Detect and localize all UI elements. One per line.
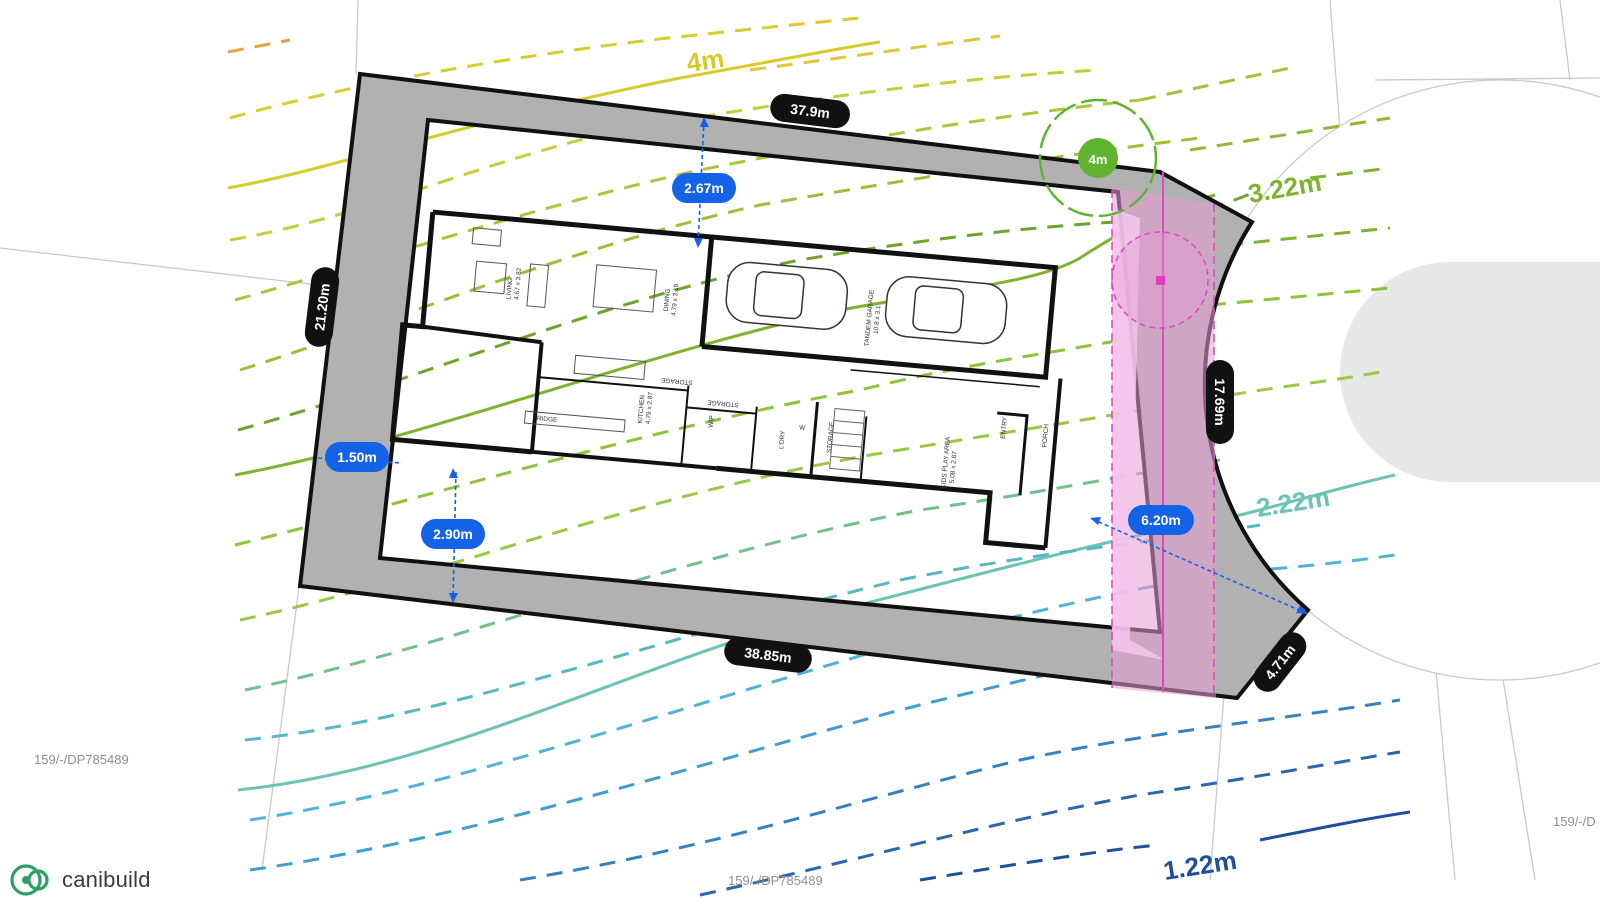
cul-de-sac <box>1199 79 1600 681</box>
setback-driveway[interactable]: 6.20m <box>1128 505 1194 535</box>
room-label-living: LIVING <box>505 278 514 300</box>
driveway-center-handle[interactable] <box>1156 276 1165 285</box>
house-floorplan[interactable]: LIVING 4.67 x 3.82 DINING 4.79 x 3.19 KI… <box>388 209 1070 551</box>
room-label-storage-3: STORAGE <box>826 421 836 454</box>
tree-marker[interactable]: 4m <box>1038 98 1158 218</box>
lot-label-bottom: 159/-/DP785489 <box>728 873 823 888</box>
svg-text:17.69m: 17.69m <box>1212 378 1228 425</box>
brand-logo: canibuild <box>8 860 151 900</box>
svg-text:2.90m: 2.90m <box>433 526 473 542</box>
room-label-dining: DINING <box>663 288 672 311</box>
lot-label-left: 159/-/DP785489 <box>34 752 129 767</box>
svg-text:6.20m: 6.20m <box>1141 512 1181 528</box>
room-dim-kitchen: 4.79 x 2.87 <box>645 391 655 424</box>
stairs-icon <box>829 408 866 472</box>
room-label-storage-2: STORAGE <box>706 398 739 408</box>
room-label-wip: WIP <box>708 415 716 428</box>
driveway-crossover <box>1111 172 1216 698</box>
tree-radius-label: 4m <box>1089 152 1108 167</box>
svg-text:37.9m: 37.9m <box>789 101 830 122</box>
setback-side-left[interactable]: 1.50m <box>325 442 389 472</box>
room-dim-living: 4.67 x 3.82 <box>513 267 523 300</box>
room-dim-kids: 5.08 x 2.87 <box>949 451 959 484</box>
room-dim-dining: 4.79 x 3.19 <box>671 283 681 316</box>
room-label-kitchen: KITCHEN <box>637 394 647 423</box>
tree-icon <box>1078 138 1118 178</box>
setback-front-top[interactable]: 2.67m <box>672 173 736 203</box>
furniture <box>471 227 658 433</box>
brand-name: canibuild <box>62 867 151 892</box>
contour-label-1-22m: 1.22m <box>1161 845 1239 886</box>
dimension-right-arc[interactable]: 17.69m <box>1206 360 1234 444</box>
cadastral-lines <box>0 0 1600 881</box>
svg-text:38.85m: 38.85m <box>743 644 792 666</box>
room-label-entry: ENTRY <box>1000 416 1009 439</box>
room-label-wc: W <box>799 424 807 432</box>
car-icon <box>725 261 1008 345</box>
svg-text:21.20m: 21.20m <box>311 282 333 331</box>
contour-label-4m: 4m <box>685 43 726 78</box>
arrow-heads <box>449 117 1308 614</box>
svg-text:1.50m: 1.50m <box>337 449 377 465</box>
room-label-porch: PORCH <box>1041 423 1050 447</box>
room-dim-garage: 10.8 x 3.1 <box>873 305 883 334</box>
canibuild-logo-icon <box>10 864 49 896</box>
dimension-left[interactable]: 21.20m <box>303 266 341 349</box>
room-labels: LIVING 4.67 x 3.82 DINING 4.79 x 3.19 KI… <box>505 267 1050 489</box>
room-label-kids: KIDS PLAY AREA <box>940 436 952 489</box>
setback-rear-bottom[interactable]: 2.90m <box>421 519 485 549</box>
room-label-fridge: FRIDGE <box>533 415 559 424</box>
svg-text:2.67m: 2.67m <box>684 180 724 196</box>
dimension-top[interactable]: 37.9m <box>769 92 852 130</box>
dimension-bottom[interactable]: 38.85m <box>723 636 814 675</box>
room-label-ldry: L'DRY <box>778 430 787 450</box>
lot-label-right: 159/-/D <box>1553 814 1596 829</box>
room-label-storage-1: STORAGE <box>660 376 693 386</box>
